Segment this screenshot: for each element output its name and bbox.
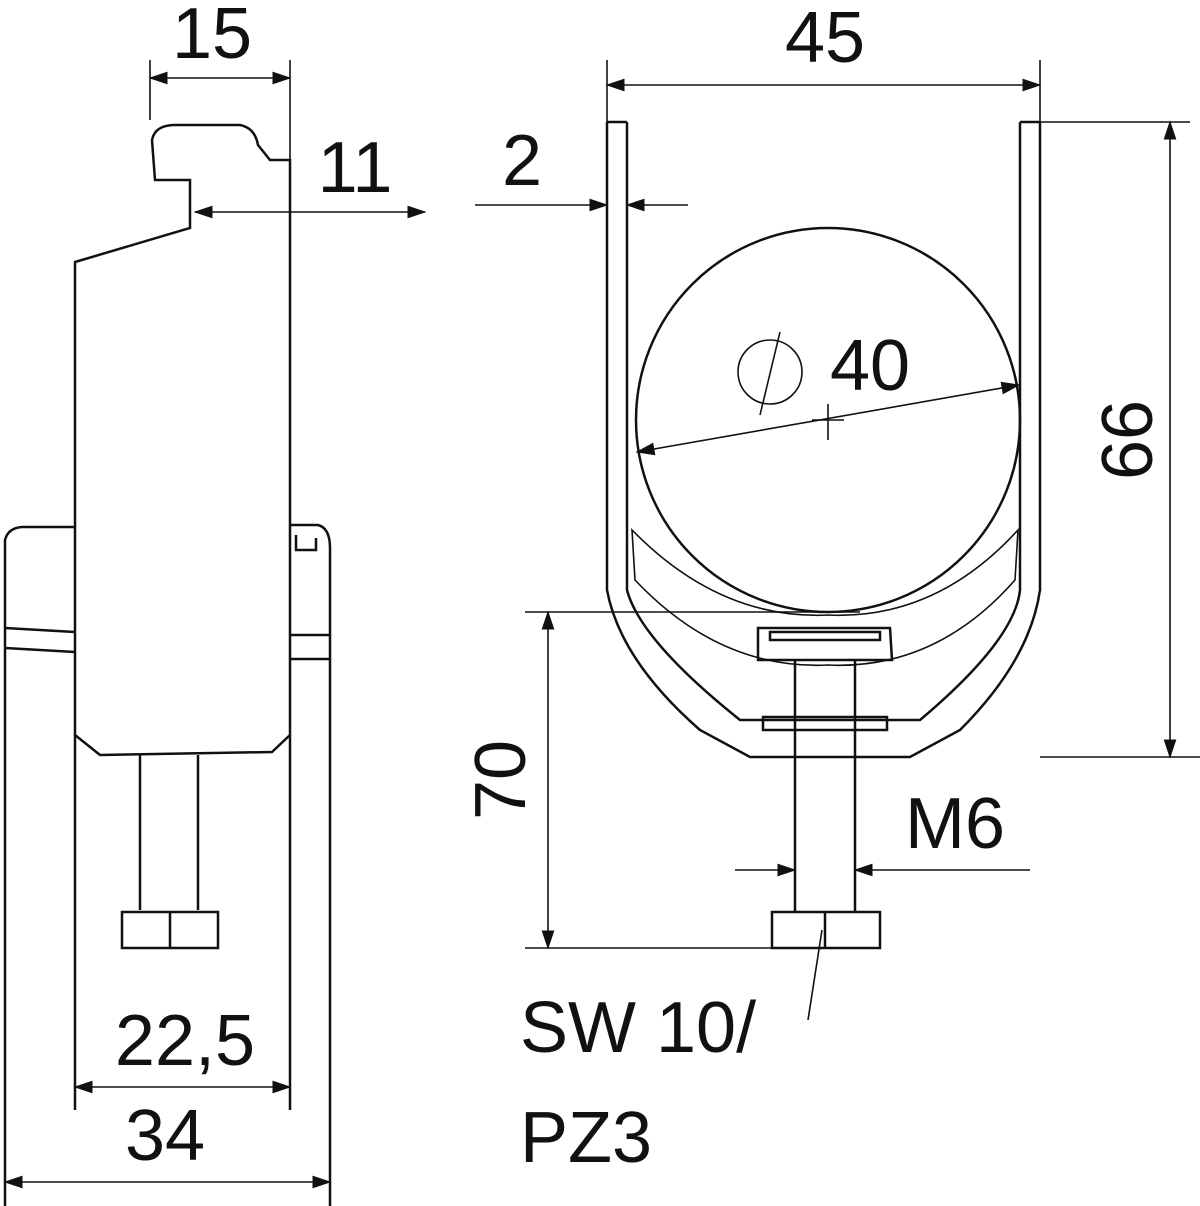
label-sw: SW 10/ [520,988,756,1068]
dim-66: 66 [1088,400,1168,480]
front-bolt [793,660,857,912]
side-body [73,123,292,757]
dim-34: 34 [125,1096,205,1176]
dim-45: 45 [785,0,865,78]
side-nut [120,910,220,950]
dim-70: 70 [461,740,541,820]
dim-2: 2 [502,121,542,201]
dim-diameter-40: 40 [830,326,910,406]
side-bolt [138,755,200,910]
front-nut [770,910,882,950]
side-rail-left [3,525,76,1206]
dim-m6: M6 [905,784,1005,864]
clip-inner [607,120,1040,722]
dim-11: 11 [318,128,393,208]
label-pz: PZ3 [520,1098,652,1178]
dim-15: 15 [172,0,252,74]
front-view: 45 2 40 66 70 M6 SW 10/ PZ3 [461,0,1200,1178]
side-view: 15 11 22,5 34 [3,0,427,1206]
dim-22-5: 22,5 [115,1001,255,1081]
clip-outer [605,122,1042,759]
side-rail-right [290,523,332,1206]
